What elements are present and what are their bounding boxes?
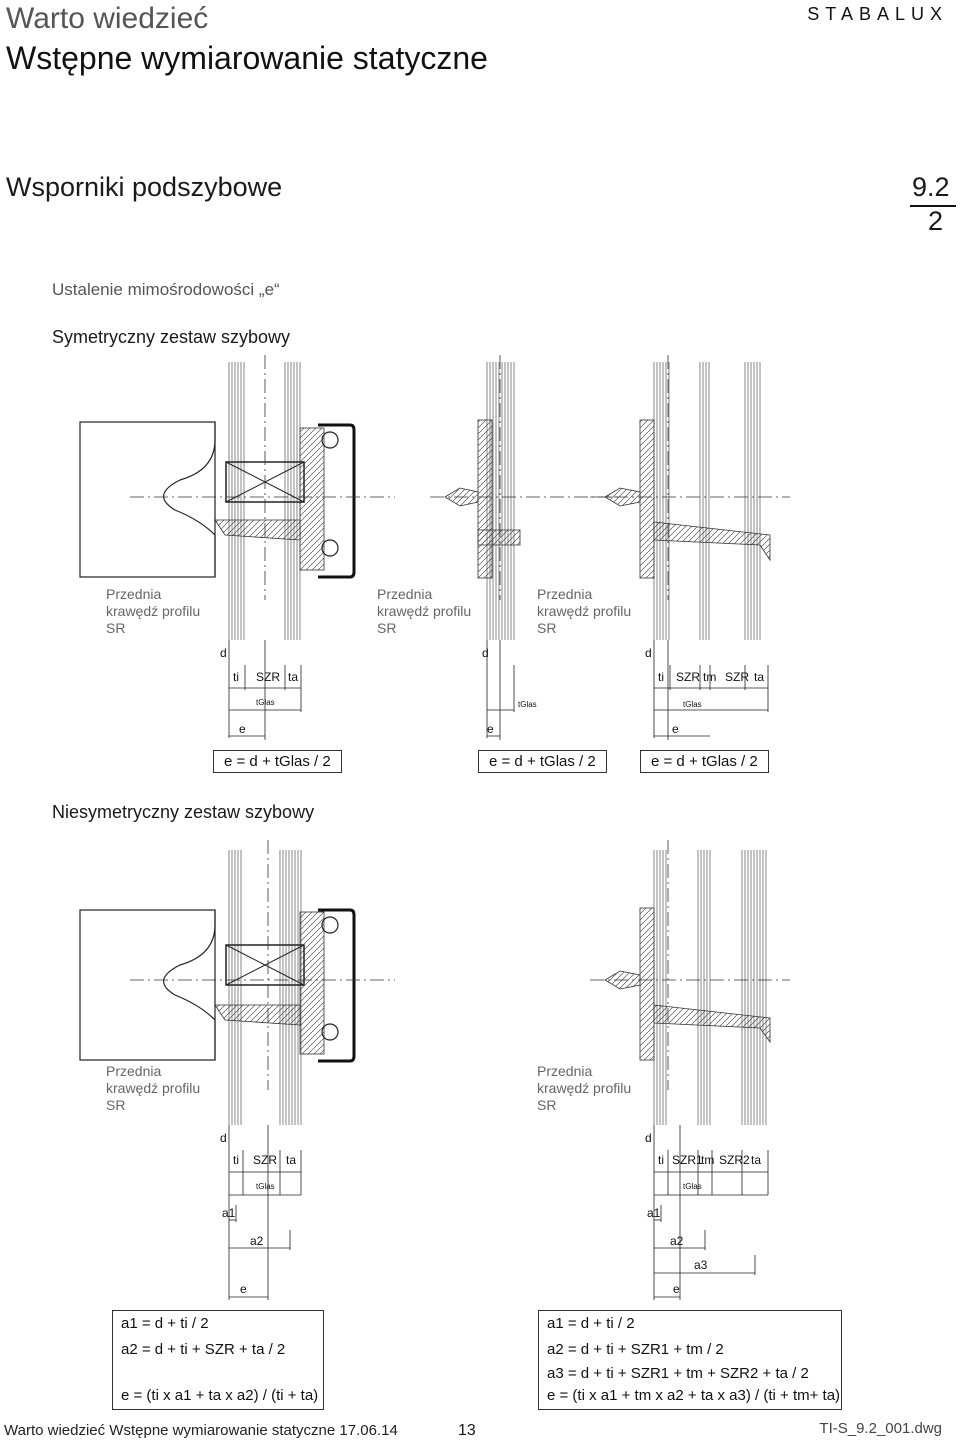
section-number: 9.2 <box>912 172 950 202</box>
sym3-label-tglas: tGlas <box>683 700 702 709</box>
sym1-label-ta: ta <box>288 670 299 684</box>
asym2-label-e: e <box>673 1282 680 1296</box>
sym1-label-d: d <box>220 646 227 660</box>
sym3-label-ta: ta <box>754 670 765 684</box>
asym1-label-d: d <box>220 1131 227 1145</box>
asym1-label-a2: a2 <box>250 1234 264 1248</box>
sym3-label-szr-a: SZR <box>676 670 700 684</box>
asym2-label-szr2: SZR2 <box>719 1153 750 1167</box>
asym-left-formula-a2: a2 = d + ti + SZR + ta / 2 <box>121 1341 286 1358</box>
header-title: Wstępne wymiarowanie statyczne <box>6 40 488 76</box>
sym-caption-2: Przednia krawędź profilu SR <box>377 586 472 636</box>
asym1-label-e: e <box>240 1282 247 1296</box>
footer-text: Warto wiedzieć Wstępne wymiarowanie stat… <box>4 1422 398 1439</box>
sym1-label-szr: SZR <box>256 670 280 684</box>
asym-formula-box-left: a1 = d + ti / 2 a2 = d + ti + SZR + ta /… <box>112 1310 324 1410</box>
asym2-label-ta: ta <box>751 1153 762 1167</box>
section-subnumber: 2 <box>928 206 944 236</box>
sym-drawing-3 <box>590 355 790 640</box>
asym-left-formula-e: e = (ti x a1 + ta x a2) / (ti + ta) <box>121 1387 319 1404</box>
brand-logo: STABALUX <box>807 4 948 24</box>
asym1-label-tglas: tGlas <box>256 1182 275 1191</box>
eccentricity-subtitle: Ustalenie mimośrodowości „e“ <box>52 280 280 299</box>
sym-formula-1: e = d + tGlas / 2 <box>213 750 342 773</box>
asym2-label-a3: a3 <box>694 1258 708 1272</box>
sym-dimensions <box>228 640 769 740</box>
sym-drawing-2 <box>430 355 620 640</box>
sym3-label-d: d <box>645 646 652 660</box>
asym1-label-ta: ta <box>286 1153 297 1167</box>
asym2-label-a2: a2 <box>670 1234 684 1248</box>
asym-left-formula-a1: a1 = d + ti / 2 <box>121 1315 209 1332</box>
asym-drawing-2 <box>590 840 790 1125</box>
sym-formula-2: e = d + tGlas / 2 <box>478 750 607 773</box>
page-number: 13 <box>458 1422 476 1439</box>
section-title: Wsporniki podszybowe <box>6 172 283 202</box>
sym-caption-3: Przednia krawędź profilu SR <box>537 586 632 636</box>
sym3-label-tm: tm <box>703 670 717 684</box>
sym3-label-szr-b: SZR <box>725 670 749 684</box>
sym1-label-e: e <box>239 722 246 736</box>
sym-drawing-1 <box>79 355 395 640</box>
section-number-divider <box>910 205 956 207</box>
asym-caption-2: Przednia krawędź profilu SR <box>537 1063 632 1113</box>
asym1-label-ti: ti <box>233 1153 239 1167</box>
asym2-label-d: d <box>645 1131 652 1145</box>
asym2-label-szr1: SZR1 <box>672 1153 703 1167</box>
asym2-label-ti: ti <box>658 1153 664 1167</box>
asym-right-formula-a1: a1 = d + ti / 2 <box>547 1315 635 1332</box>
asym-drawing-1 <box>79 840 395 1125</box>
sym-formula-3: e = d + tGlas / 2 <box>640 750 769 773</box>
asym-dimensions <box>228 1125 769 1300</box>
asym2-label-tm: tm <box>701 1153 715 1167</box>
asym1-label-a1: a1 <box>222 1206 236 1220</box>
sym2-label-e: e <box>487 722 494 736</box>
drawing-reference: TI-S_9.2_001.dwg <box>819 1420 942 1437</box>
asym-caption-1: Przednia krawędź profilu SR <box>106 1063 201 1113</box>
asym-right-formula-e: e = (ti x a1 + tm x a2 + ta x a3) / (ti … <box>547 1387 841 1404</box>
sym1-label-tglas: tGlas <box>256 698 275 707</box>
asym2-label-tglas: tGlas <box>683 1182 702 1191</box>
asymmetric-title: Niesymetryczny zestaw szybowy <box>52 802 315 822</box>
asym1-label-szr: SZR <box>253 1153 277 1167</box>
sym3-label-ti: ti <box>658 670 664 684</box>
header-subtitle: Warto wiedzieć <box>6 2 209 35</box>
sym1-label-ti: ti <box>233 670 239 684</box>
sym-caption-1: Przednia krawędź profilu SR <box>106 586 201 636</box>
asym2-label-a1: a1 <box>647 1206 661 1220</box>
sym2-label-d: d <box>482 646 489 660</box>
symmetric-title: Symetryczny zestaw szybowy <box>52 327 291 347</box>
sym3-label-e: e <box>672 722 679 736</box>
sym2-label-tglas: tGlas <box>518 700 537 709</box>
asym-right-formula-a2: a2 = d + ti + SZR1 + tm / 2 <box>547 1341 724 1358</box>
asym-formula-box-right: a1 = d + ti / 2 a2 = d + ti + SZR1 + tm … <box>538 1310 842 1410</box>
asym-right-formula-a3: a3 = d + ti + SZR1 + tm + SZR2 + ta / 2 <box>547 1365 809 1382</box>
